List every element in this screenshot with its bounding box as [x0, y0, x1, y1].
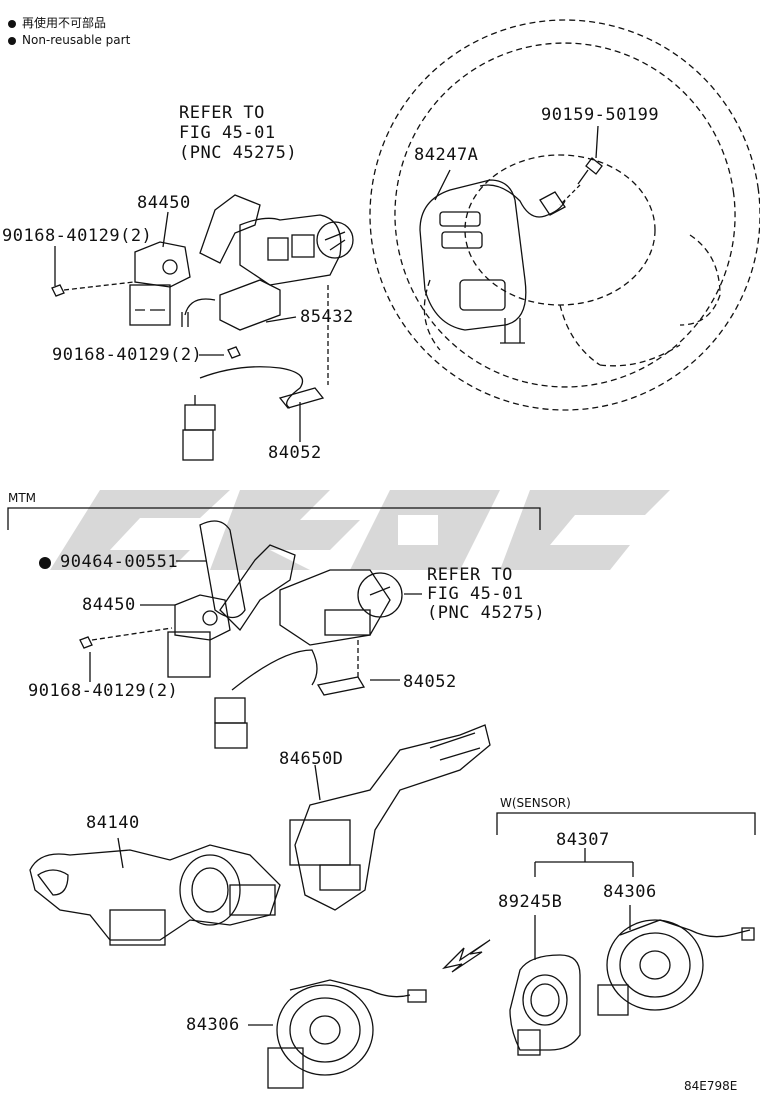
filled-circle-icon — [39, 557, 51, 569]
hollow-arrow-icon — [441, 939, 491, 973]
part-90159-label: 90159-50199 — [541, 105, 660, 125]
part-84450-top-label: 84450 — [137, 193, 191, 213]
upper-ignition-assembly-drawing — [51, 194, 354, 461]
figure-code-label: 84E798E — [684, 1079, 738, 1093]
legend-line-english: Non-reusable part — [8, 33, 130, 47]
mtm-ignition-assembly-drawing — [79, 520, 403, 749]
headlight-switch-drawing — [29, 844, 281, 946]
part-84307-label: 84307 — [556, 830, 610, 850]
part-84306-right-label: 84306 — [603, 882, 657, 902]
part-84052-top-label: 84052 — [268, 443, 322, 463]
part-90168-top-label: 90168-40129(2) — [2, 226, 153, 246]
refer-to-label-mtm-1: REFER TO — [427, 565, 513, 585]
refer-to-label-mtm-3: (PNC 45275) — [427, 603, 546, 623]
legend-line-japanese: 再使用不可部品 — [8, 14, 106, 31]
part-90168-mtm-label: 90168-40129(2) — [28, 681, 179, 701]
refer-to-label-top-3: (PNC 45275) — [179, 143, 298, 163]
filled-circle-icon — [8, 19, 16, 28]
refer-to-label-mtm-2: FIG 45-01 — [427, 584, 524, 604]
wiper-switch-drawing — [289, 724, 491, 911]
spiral-cable-bottom-drawing — [267, 979, 427, 1089]
filled-circle-icon — [8, 36, 16, 45]
part-89245b-label: 89245B — [498, 892, 563, 912]
refer-to-label-top-1: REFER TO — [179, 103, 265, 123]
watermark-logo — [50, 490, 670, 570]
part-84140-label: 84140 — [86, 813, 140, 833]
part-84650d-label: 84650D — [279, 749, 344, 769]
part-85432-label: 85432 — [300, 307, 354, 327]
part-84306-bottom-label: 84306 — [186, 1015, 240, 1035]
part-84052-mtm-label: 84052 — [403, 672, 457, 692]
part-90168-mid-label: 90168-40129(2) — [52, 345, 203, 365]
spiral-cable-right-drawing — [597, 919, 755, 1016]
part-90464-label: 90464-00551 — [60, 552, 179, 572]
mtm-label: MTM — [8, 491, 37, 505]
steering-wheel-drawing — [369, 19, 760, 411]
w-sensor-label: W(SENSOR) — [500, 796, 571, 810]
part-84247a-label: 84247A — [414, 145, 479, 165]
part-84450-mtm-label: 84450 — [82, 595, 136, 615]
refer-to-label-top-2: FIG 45-01 — [179, 123, 276, 143]
steering-sensor-drawing — [509, 954, 581, 1056]
